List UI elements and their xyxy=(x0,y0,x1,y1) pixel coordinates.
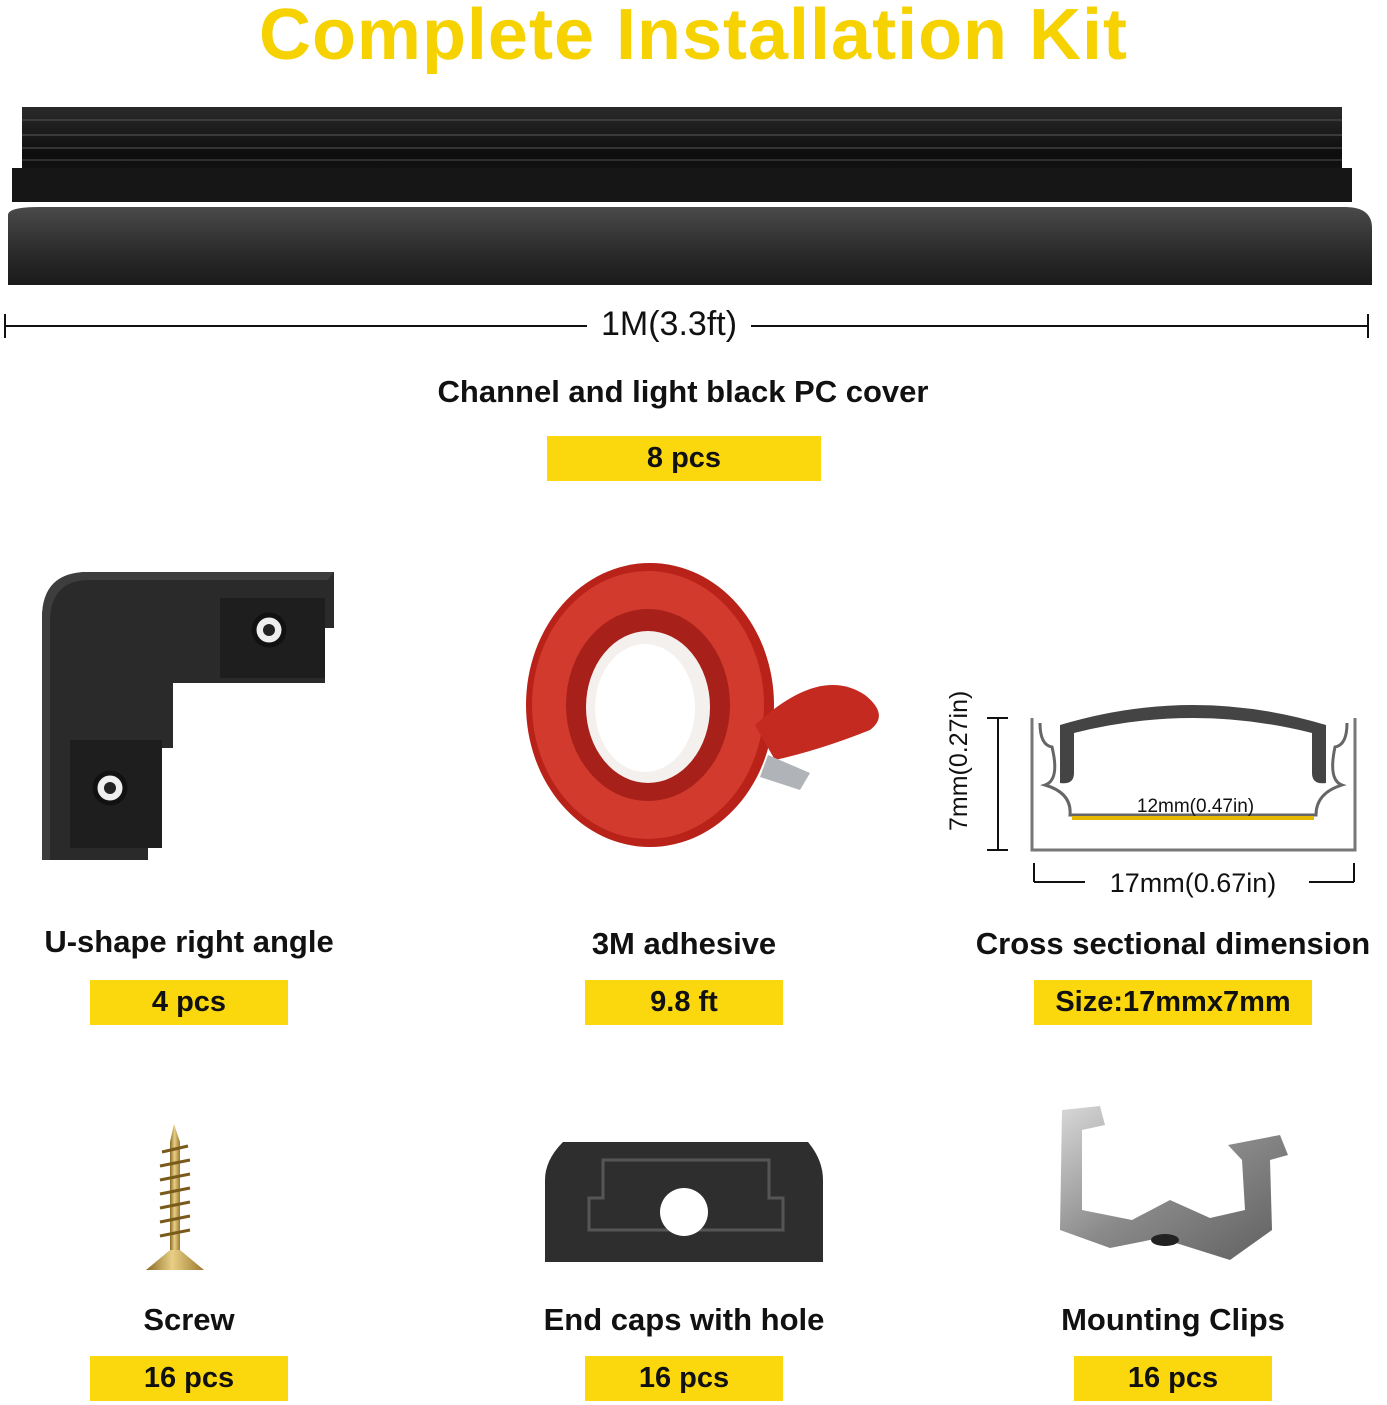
channel-quantity-badge: 8 pcs xyxy=(547,436,821,481)
channel-caption: Channel and light black PC cover xyxy=(437,374,929,409)
adhesive-quantity-badge: 9.8 ft xyxy=(585,980,783,1025)
cross-section-caption: Cross sectional dimension xyxy=(975,926,1371,961)
screw-quantity-badge: 16 pcs xyxy=(90,1356,288,1401)
length-dimension-tick-right xyxy=(1367,314,1369,338)
cover-icon xyxy=(0,0,1,1)
length-label: 1M(3.3ft) xyxy=(587,305,752,344)
height-dimension-label: 7mm(0.27in) xyxy=(945,690,973,831)
width-dimension-label: 17mm(0.67in) xyxy=(1109,868,1277,898)
inner-width-label: 12mm(0.47in) xyxy=(1136,796,1255,817)
mounting-clip-icon xyxy=(1060,1106,1288,1260)
mounting-clip-caption: Mounting Clips xyxy=(1061,1302,1285,1337)
cross-section-size-badge: Size:17mmx7mm xyxy=(1034,980,1312,1025)
page-title: Complete Installation Kit xyxy=(258,0,1129,75)
u-shape-caption: U-shape right angle xyxy=(44,924,334,959)
adhesive-caption: 3M adhesive xyxy=(591,926,777,961)
u-shape-right-angle-icon xyxy=(42,572,334,860)
cross-section-diagram-icon xyxy=(987,705,1357,883)
length-dimension-tick-left xyxy=(4,314,6,338)
adhesive-tape-icon xyxy=(526,563,879,847)
screw-icon xyxy=(146,1124,204,1270)
u-shape-quantity-badge: 4 pcs xyxy=(90,980,288,1025)
aluminum-channel-icon xyxy=(8,107,1372,285)
end-cap-quantity-badge: 16 pcs xyxy=(585,1356,783,1401)
mounting-clip-quantity-badge: 16 pcs xyxy=(1074,1356,1272,1401)
end-cap-caption: End caps with hole xyxy=(543,1302,825,1337)
screw-caption: Screw xyxy=(143,1302,235,1337)
end-cap-icon xyxy=(545,1142,823,1262)
